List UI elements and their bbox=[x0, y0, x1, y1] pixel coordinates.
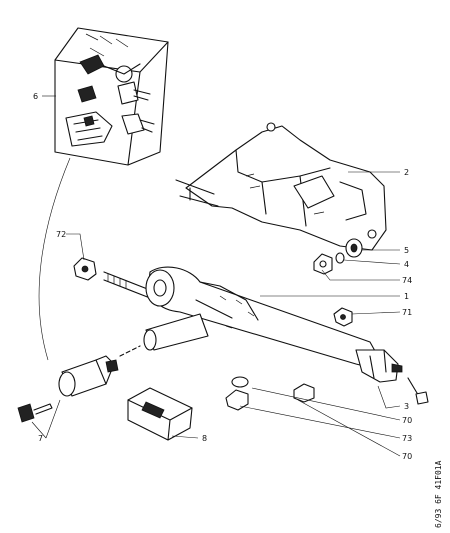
callout-7: 7 bbox=[38, 434, 43, 443]
callout-labels: 6 2 5 4 74 72 1 71 3 70 73 70 7 8 bbox=[33, 92, 412, 461]
callout-71: 71 bbox=[402, 308, 412, 317]
nut-71 bbox=[333, 307, 353, 327]
callout-70-b: 70 bbox=[402, 452, 412, 461]
callout-72: 72 bbox=[56, 230, 66, 239]
callout-1: 1 bbox=[404, 292, 409, 301]
callout-70-a: 70 bbox=[402, 416, 412, 425]
callout-5: 5 bbox=[404, 246, 409, 255]
callout-4: 4 bbox=[404, 260, 409, 269]
nut-72 bbox=[73, 257, 97, 281]
callout-3: 3 bbox=[404, 402, 409, 411]
steering-column bbox=[103, 266, 403, 383]
lock-cylinder bbox=[58, 345, 141, 397]
inset-leader-line bbox=[38, 157, 71, 361]
callout-8: 8 bbox=[202, 434, 207, 443]
fasteners-70-73 bbox=[225, 376, 315, 411]
callout-74: 74 bbox=[402, 276, 412, 285]
reference-code: 6/93 6F 41F01A bbox=[434, 460, 443, 528]
switch-8 bbox=[127, 387, 193, 441]
mounting-bracket bbox=[175, 122, 387, 251]
screw-3 bbox=[407, 377, 429, 405]
bushing-assembly bbox=[313, 238, 363, 275]
callout-2: 2 bbox=[404, 168, 409, 177]
callout-6-inset: 6 bbox=[33, 92, 38, 101]
leader-lines bbox=[31, 95, 401, 457]
callout-73: 73 bbox=[402, 434, 412, 443]
ignition-key bbox=[17, 403, 53, 423]
inset-switch-assembly bbox=[54, 27, 169, 166]
